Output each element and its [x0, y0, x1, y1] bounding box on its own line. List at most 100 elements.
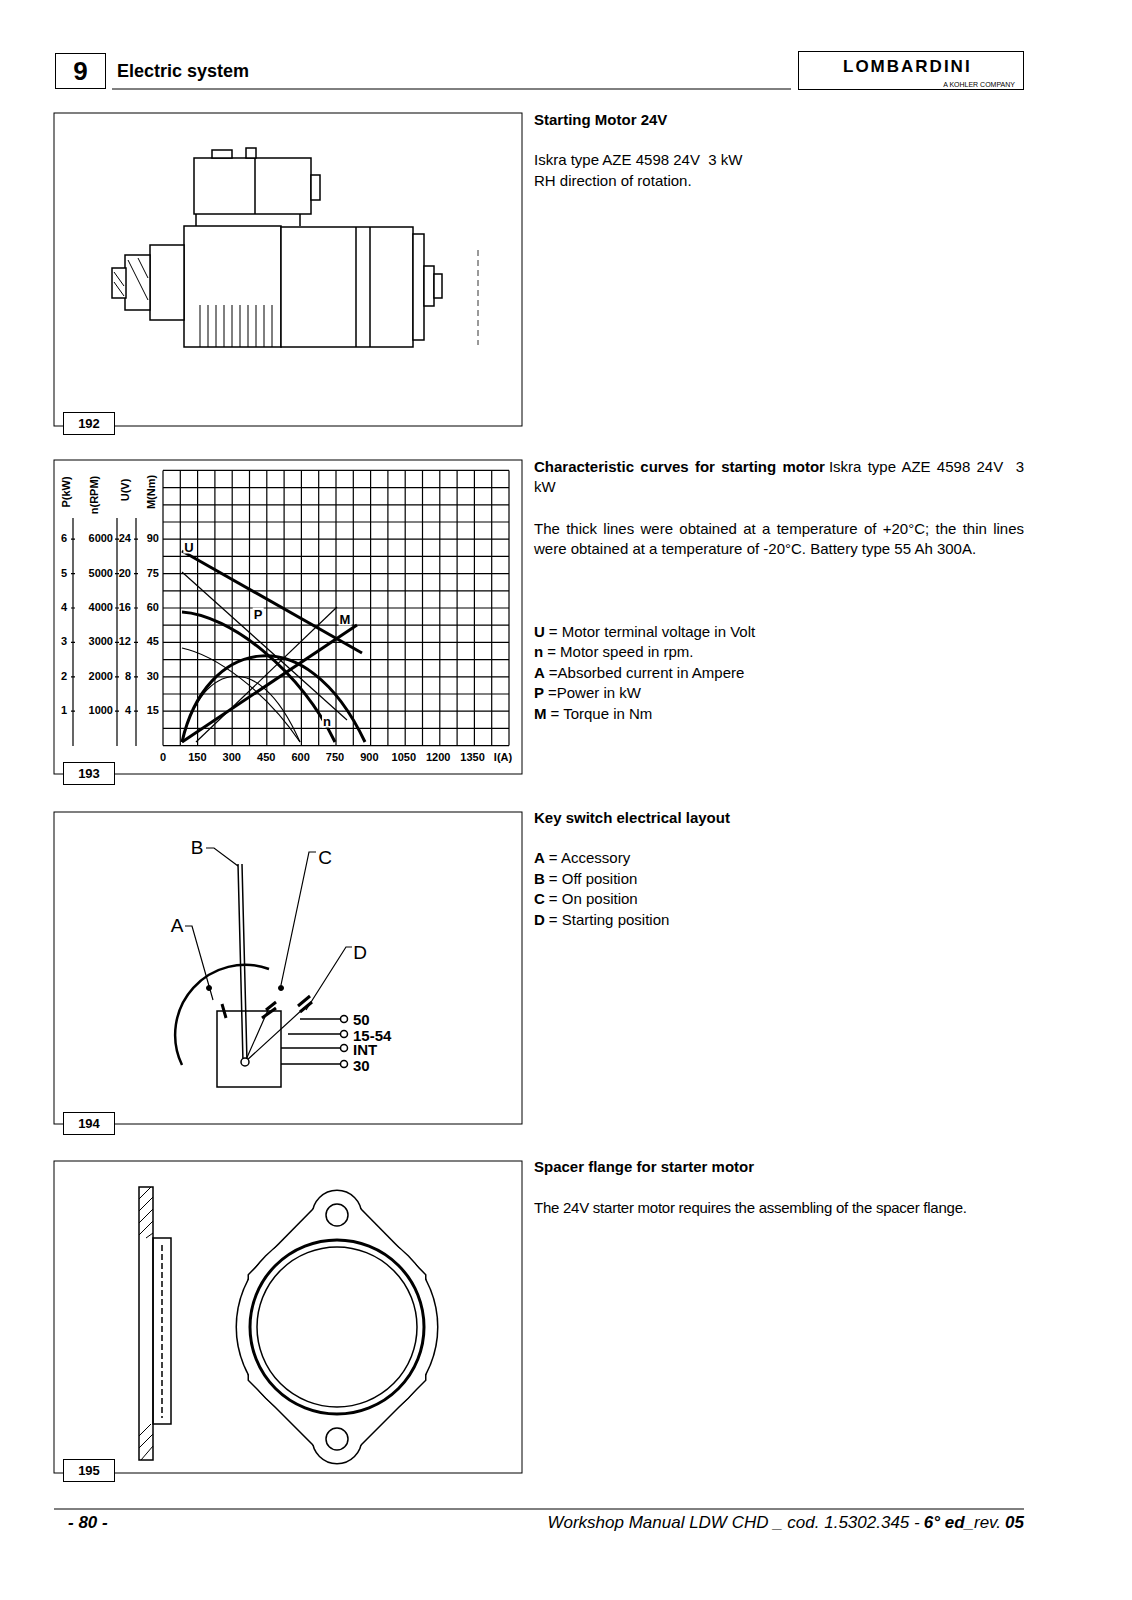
characteristic-curve	[182, 551, 365, 742]
axis-value: 900	[360, 751, 378, 764]
characteristic-curve	[182, 572, 347, 720]
starter-motor-drawing	[246, 148, 256, 158]
axis-title: n(RPM)	[88, 476, 101, 515]
scale-value: 30	[147, 670, 159, 683]
box-text: LOMBARDINI	[843, 57, 972, 77]
symbol: A	[534, 849, 545, 866]
characteristic-curve	[182, 676, 300, 742]
key-switch-drawing	[341, 1061, 348, 1068]
box-text: 193	[78, 766, 100, 781]
scale-value: 6	[61, 533, 67, 546]
key-switch-drawing	[206, 848, 238, 866]
starter-motor-drawing	[196, 158, 300, 226]
symbol: M	[534, 705, 547, 722]
starter-motor-drawing	[478, 250, 479, 345]
scale-value: 2000	[89, 670, 113, 683]
scale-value: 4000	[89, 601, 113, 614]
key-switch-drawing	[175, 965, 269, 1065]
box-subtext: A KOHLER COMPANY	[943, 81, 1015, 88]
key-switch-drawing	[306, 947, 352, 1010]
figure-frame	[54, 1161, 522, 1473]
symbol: C	[534, 890, 545, 907]
scale-value: 75	[147, 567, 159, 580]
symbol: U	[534, 623, 545, 640]
figure-frame	[54, 113, 522, 426]
starter-motor-drawing	[125, 255, 150, 310]
footer-text: 05	[1005, 1513, 1024, 1532]
spacer-flange-drawing	[313, 1191, 361, 1239]
axis-value: 1350	[460, 751, 484, 764]
symbol-definition: =Absorbed current in Ampere	[549, 664, 745, 681]
body-text: The 24V starter motor requires the assem…	[534, 1199, 967, 1217]
symbol-definition: = Accessory	[549, 849, 630, 866]
box-text: 9	[73, 56, 87, 87]
symbol: B	[534, 870, 545, 887]
spacer-flange-drawing	[139, 1187, 153, 1460]
text-line: Characteristic curves for starting motor…	[534, 457, 1024, 497]
scale-value: 5000	[89, 567, 113, 580]
callout-letter: C	[318, 847, 332, 870]
box-text: 192	[78, 416, 100, 431]
logo-box: LOMBARDINI A KOHLER COMPANY	[798, 51, 1024, 90]
starter-motor-drawing	[112, 148, 478, 347]
key-switch-drawing	[341, 1045, 348, 1052]
symbol-definition: = Motor speed in rpm.	[547, 643, 693, 660]
chapter-number-box: 9	[55, 53, 106, 89]
scale-value: 2	[61, 670, 67, 683]
key-switch-drawing	[245, 1008, 304, 1062]
figure-number-box: 194	[63, 1112, 115, 1135]
axis-unit: I(A)	[494, 751, 512, 764]
axis-value: 1050	[392, 751, 416, 764]
spacer-flange-drawing	[139, 1187, 437, 1463]
chart-grid	[71, 539, 138, 711]
starter-motor-drawing	[200, 305, 272, 347]
text-line: P=Power in kW	[534, 684, 641, 702]
text-line: A= Accessory	[534, 849, 630, 867]
footer-text: 6° ed	[924, 1513, 965, 1532]
callout-letter: B	[191, 837, 204, 860]
scale-value: 3	[61, 636, 67, 649]
starter-motor-drawing	[212, 150, 232, 158]
axis-value: 0	[160, 751, 166, 764]
symbol-definition: = Motor terminal voltage in Volt	[549, 623, 755, 640]
key-switch-drawing	[279, 986, 284, 991]
section-title: Electric system	[117, 61, 249, 83]
key-switch-drawing	[241, 1058, 249, 1066]
symbol: D	[534, 911, 545, 928]
starter-motor-drawing	[194, 158, 311, 214]
terminal-label: 50	[353, 1012, 370, 1027]
scale-value: 4	[61, 601, 67, 614]
starter-motor-drawing	[311, 175, 320, 200]
body-text: The thick lines were obtained at a tempe…	[534, 519, 1024, 559]
spacer-flange-drawing	[313, 1415, 361, 1463]
scale-value: 24	[119, 533, 131, 546]
box-text: 194	[78, 1116, 100, 1131]
starter-motor-drawing	[356, 227, 370, 347]
symbol-definition: = Torque in Nm	[551, 705, 653, 722]
symbol-definition: = Starting position	[549, 911, 670, 928]
curve-label: U	[183, 541, 194, 554]
key-switch-drawing	[281, 1019, 340, 1064]
chart-grid	[163, 470, 509, 745]
starter-motor-drawing	[150, 245, 184, 320]
key-switch-drawing	[281, 852, 316, 985]
text-line: A=Absorbed current in Ampere	[534, 664, 744, 682]
spacer-flange-drawing	[139, 1187, 153, 1460]
symbol: P	[534, 684, 544, 701]
scale-value: 3000	[89, 636, 113, 649]
key-switch-drawing	[238, 864, 247, 1062]
key-switch-drawing	[185, 926, 213, 1000]
curve-label: n	[322, 715, 332, 728]
page-rules	[54, 89, 1024, 1509]
symbol-definition: = On position	[549, 890, 638, 907]
key-switch-drawing	[175, 848, 352, 1087]
page-rules	[54, 1509, 1024, 1510]
spacer-flange-drawing	[237, 1191, 437, 1463]
text-line: B= Off position	[534, 870, 637, 888]
key-switch-drawing	[341, 1031, 348, 1038]
spacer-flange-drawing	[257, 1247, 417, 1407]
section-heading: Characteristic curves for starting motor	[534, 458, 825, 475]
spacer-flange-drawing	[237, 1227, 437, 1427]
scale-value: 15	[147, 705, 159, 718]
